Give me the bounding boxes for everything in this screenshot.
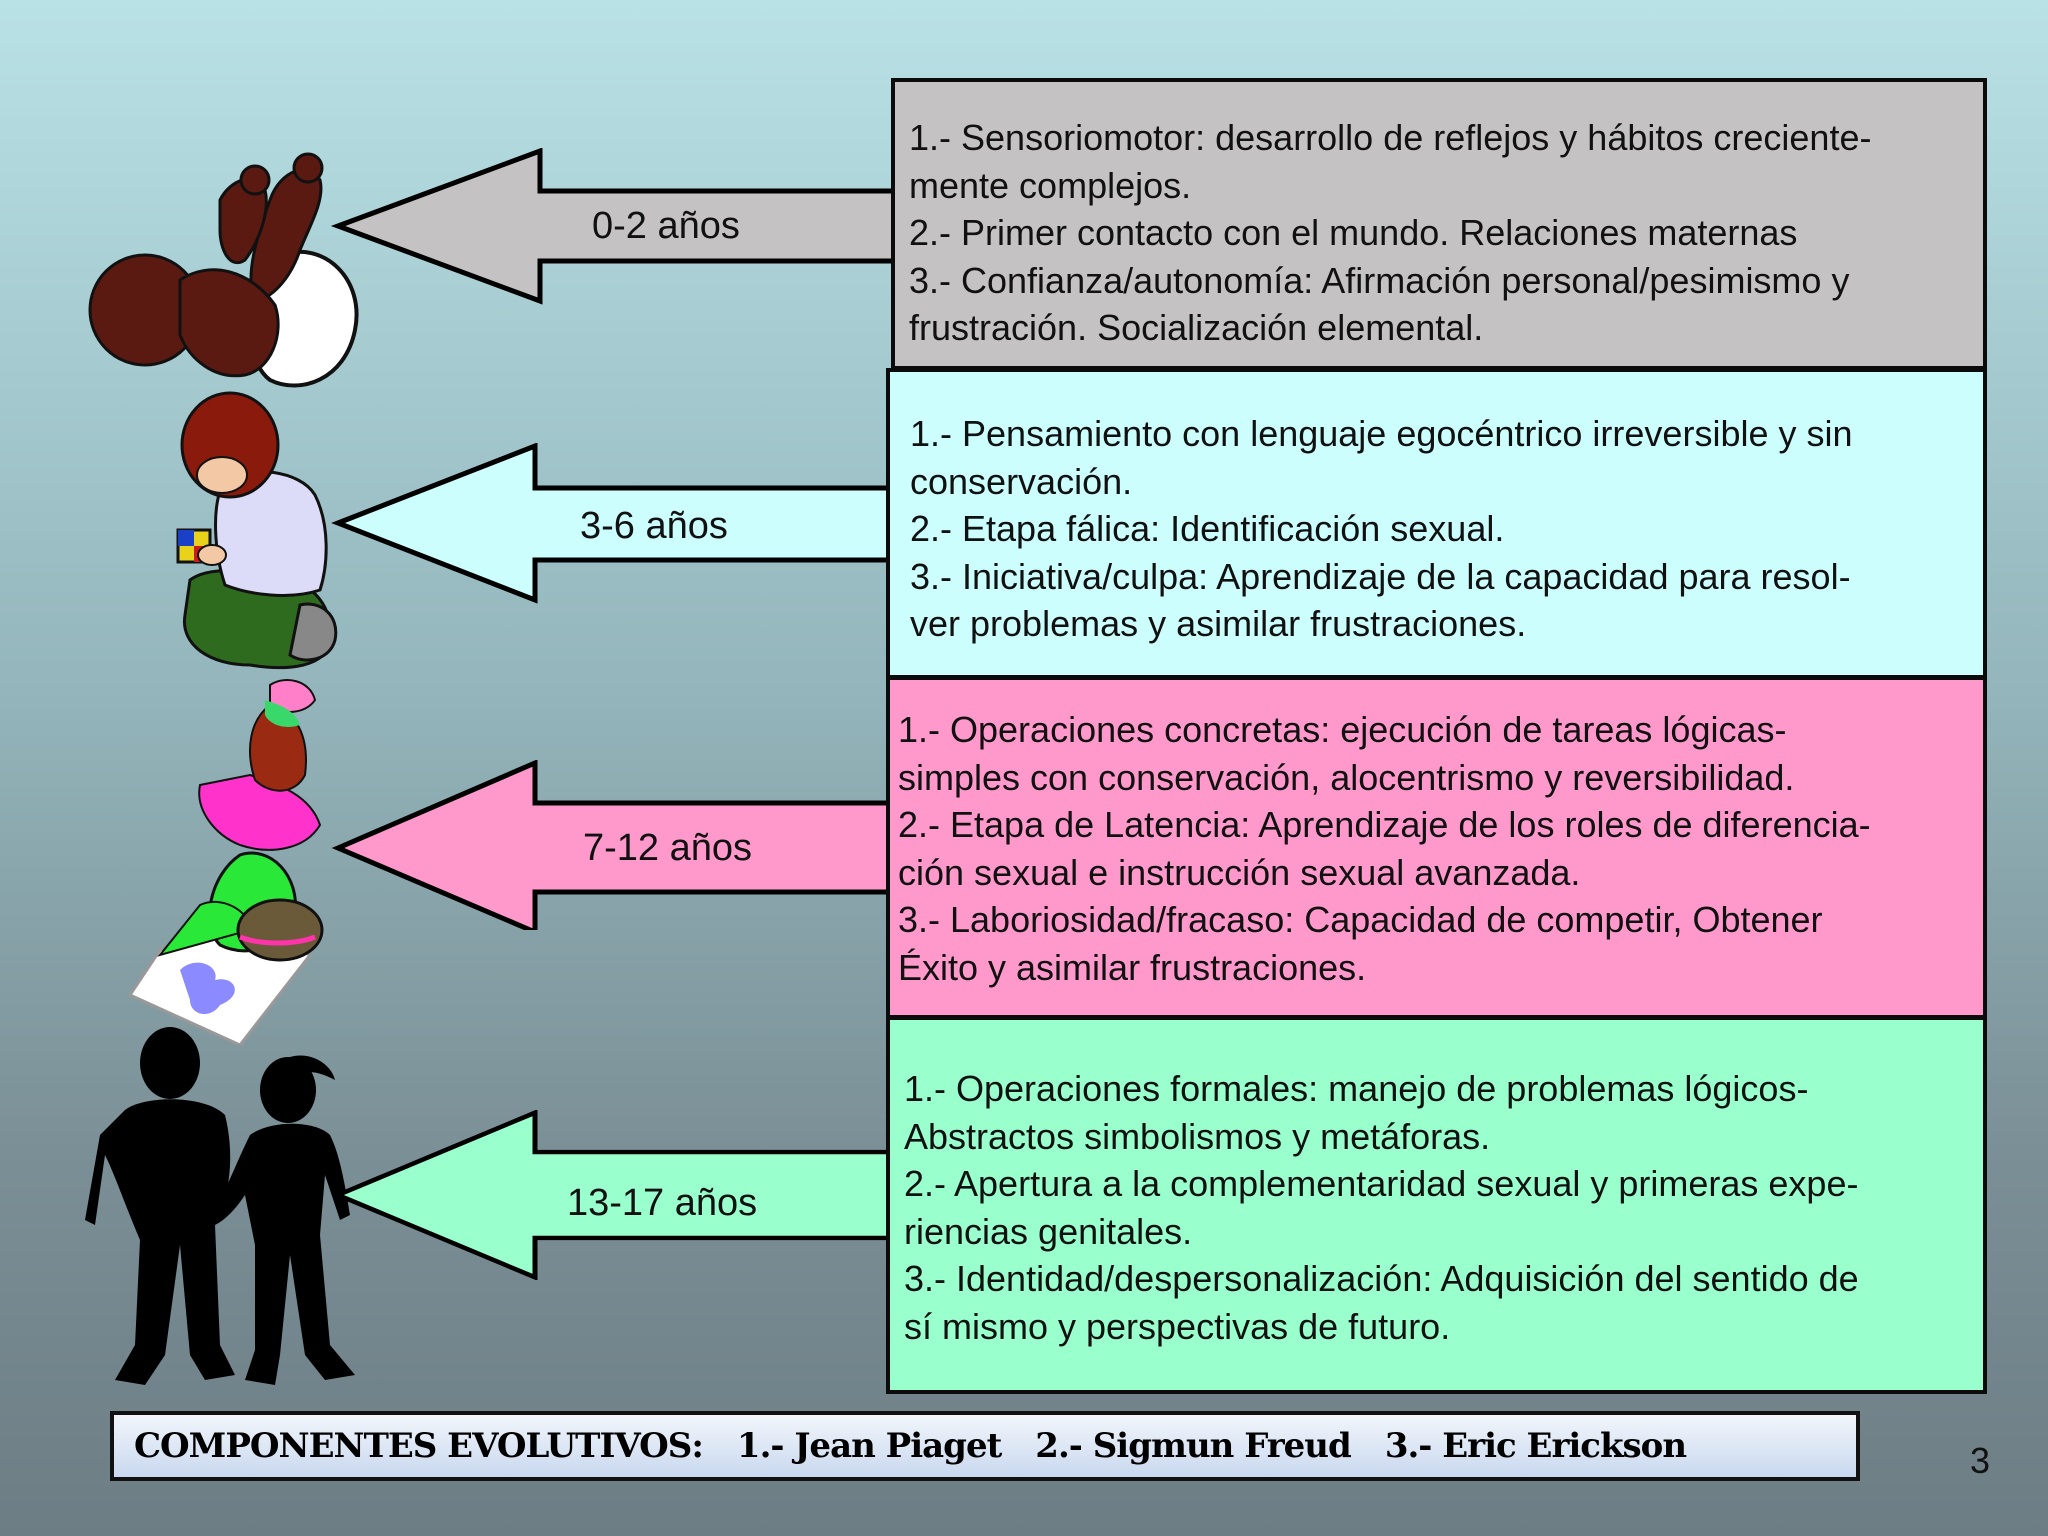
girl-drawing-icon <box>127 679 324 1045</box>
stage4-line4: riencias genitales. <box>904 1210 1193 1252</box>
stage4-line3: 2.- Apertura a la complementaridad sexua… <box>904 1163 1859 1204</box>
stage3-line5: 3.- Laboriosidad/fracaso: Capacidad de c… <box>898 899 1823 940</box>
stage-box-3-6: 1.- Pensamiento con lenguaje egocéntrico… <box>886 368 1987 679</box>
stage4-line2: Abstractos simbolismos y metáforas. <box>904 1115 1491 1157</box>
footer-author-freud: 2.- Sigmun Freud <box>1035 1426 1352 1466</box>
stage-box-13-17: 1.- Operaciones formales: manejo de prob… <box>886 1016 1987 1394</box>
child-with-block-icon <box>176 391 338 670</box>
stage-box-0-2: 1.- Sensoriomotor: desarrollo de reflejo… <box>891 78 1987 370</box>
stage3-line3: 2.- Etapa de Latencia: Aprendizaje de lo… <box>898 804 1871 845</box>
stage2-line3: 2.- Etapa fálica: Identificación sexual. <box>910 508 1505 549</box>
stage3-line6: Éxito y asimilar frustraciones. <box>898 946 1367 988</box>
age-label-7-12: 7-12 años <box>583 827 753 869</box>
stage2-line5: ver problemas y asimilar frustraciones. <box>910 603 1527 644</box>
stage3-line2: simples con conservación, alocentrismo y… <box>898 756 1795 798</box>
stage3-line1: 1.- Operaciones concretas: ejecución de … <box>898 709 1787 750</box>
teen-couple-silhouette-icon <box>85 1027 355 1385</box>
stage-box-7-12: 1.- Operaciones concretas: ejecución de … <box>886 676 1987 1019</box>
baby-icon <box>88 152 359 388</box>
components-footer: COMPONENTES EVOLUTIVOS: 1.- Jean Piaget … <box>110 1411 1860 1481</box>
footer-heading: COMPONENTES EVOLUTIVOS: <box>134 1426 704 1466</box>
footer-author-erickson: 3.- Eric Erickson <box>1384 1426 1687 1466</box>
stage4-line5: 3.- Identidad/despersonalización: Adquis… <box>904 1258 1859 1299</box>
age-label-0-2: 0-2 años <box>592 205 740 247</box>
stage1-line4: 3.- Confianza/autonomía: Afirmación pers… <box>909 259 1850 301</box>
stage1-line1: 1.- Sensoriomotor: desarrollo de reflejo… <box>909 117 1872 158</box>
age-label-3-6: 3-6 años <box>580 505 728 547</box>
stage2-line2: conservación. <box>910 460 1133 502</box>
arrow-stage-2: 3-6 años <box>330 443 895 613</box>
stage3-line4: ción sexual e instrucción sexual avanzad… <box>898 851 1581 893</box>
stage1-line3: 2.- Primer contacto con el mundo. Relaci… <box>909 212 1798 253</box>
arrow-stage-3: 7-12 años <box>330 760 895 930</box>
footer-author-piaget: 1.- Jean Piaget <box>736 1426 1002 1466</box>
stage4-line6: sí mismo y perspectivas de futuro. <box>904 1305 1451 1347</box>
arrow-stage-1: 0-2 años <box>330 148 895 318</box>
arrow-stage-4: 13-17 años <box>330 1110 895 1280</box>
age-label-13-17: 13-17 años <box>567 1182 758 1224</box>
stage1-line2: mente complejos. <box>909 164 1192 206</box>
stage1-line5: frustración. Socialización elemental. <box>909 307 1484 348</box>
stage2-line4: 3.- Iniciativa/culpa: Aprendizaje de la … <box>910 555 1851 597</box>
page-number: 3 <box>1970 1440 1991 1481</box>
stage2-line1: 1.- Pensamiento con lenguaje egocéntrico… <box>910 413 1853 454</box>
stage4-line1: 1.- Operaciones formales: manejo de prob… <box>904 1068 1809 1109</box>
